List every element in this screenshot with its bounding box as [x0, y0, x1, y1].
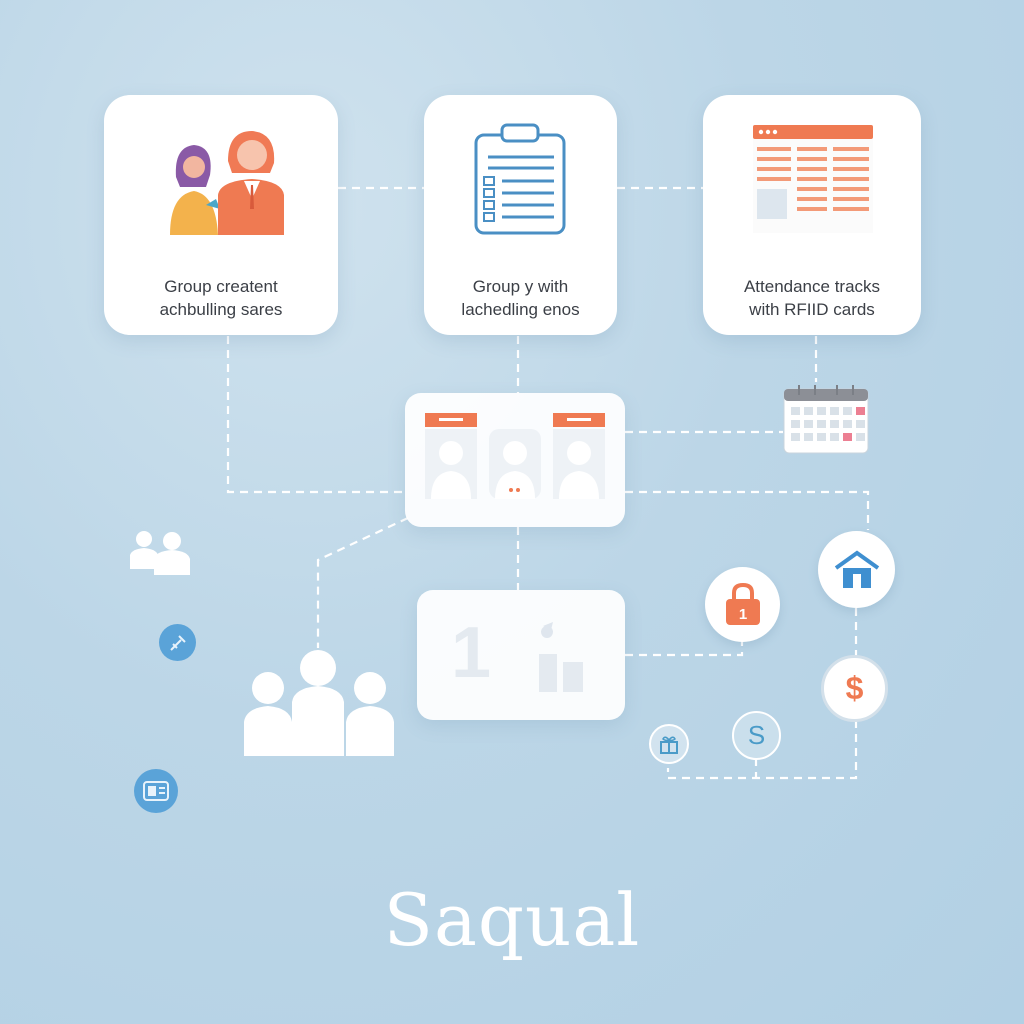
bar-chart-icon — [539, 622, 583, 692]
spreadsheet-window-icon — [753, 125, 873, 233]
profiles-panel[interactable] — [405, 393, 625, 527]
coin-letter: S — [747, 720, 766, 750]
home-icon[interactable] — [818, 531, 895, 608]
stats-number: 1 — [451, 613, 492, 693]
card-label-line1: Attendance tracks — [743, 277, 881, 296]
id-badge-icon — [134, 769, 178, 813]
brand-wordmark: Saqual — [383, 878, 641, 962]
people-group-icon — [244, 650, 394, 756]
card-label-line1: Group creatent — [164, 277, 278, 296]
people-illustration-icon — [170, 131, 284, 235]
gift-icon[interactable] — [649, 724, 689, 764]
users-icon — [130, 531, 190, 575]
attendance-card[interactable]: Attendance tracks with RFIID cards — [703, 95, 921, 335]
calendar-icon — [783, 385, 869, 454]
stats-panel[interactable]: 1 — [417, 590, 625, 720]
tools-icon — [159, 624, 196, 661]
clipboard-checklist-icon — [474, 123, 566, 235]
card-label-line2: lachedling enos — [461, 300, 580, 319]
card-label-line2: with RFIID cards — [749, 300, 875, 319]
card-label-line1: Group y with — [472, 277, 569, 296]
card-label-line2: achbulling sares — [159, 300, 283, 319]
coin-badge[interactable]: S — [732, 711, 781, 760]
dollar-sign: $ — [845, 670, 864, 706]
scheduling-card[interactable]: Group y with lachedling enos — [424, 95, 617, 335]
group-card[interactable]: Group creatent achbulling sares — [104, 95, 338, 335]
svg-text:1: 1 — [738, 606, 746, 623]
dollar-badge[interactable]: $ — [821, 655, 888, 722]
lock-icon[interactable]: 1 — [705, 567, 780, 642]
profile-cards-icon — [425, 413, 605, 499]
